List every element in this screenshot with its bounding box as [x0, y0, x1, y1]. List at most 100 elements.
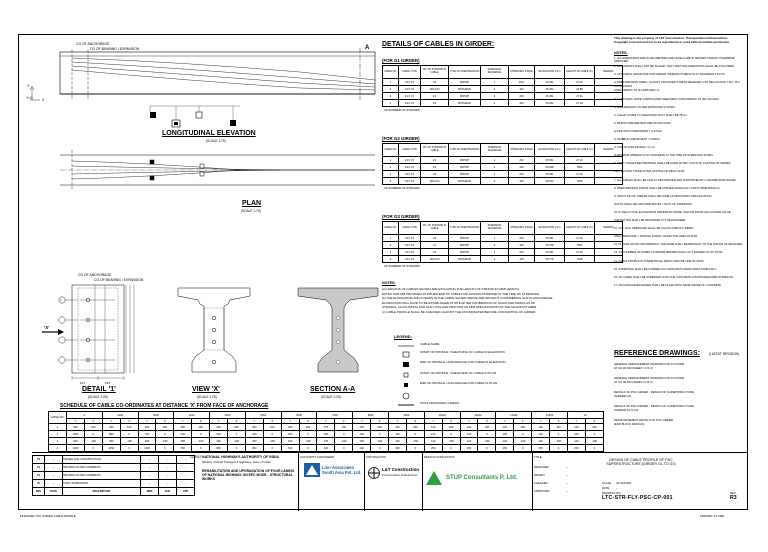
cable-table-cell: 19 [420, 163, 449, 171]
legend-item: END OF PROFILE / ANCHORAGE FOR CABLE IN … [420, 381, 498, 385]
cable-table-cell: 202 [508, 234, 535, 242]
cable-table-cell: 2 [480, 85, 509, 93]
schedule-cell: -160 [477, 437, 497, 445]
reference-item-title: DETAILS OF PSC GIRDER - DESIGN OF SUPERS… [614, 404, 694, 408]
schedule-cell: 250 [316, 430, 336, 438]
schedule-distance-cell: 11000 [459, 411, 497, 419]
schedule-cell: 120 [531, 423, 551, 431]
cable-table-cell: 19/12/13 [420, 255, 449, 263]
schedule-cell: 640 [173, 430, 193, 438]
schedule-cell: 250 [459, 444, 479, 452]
schedule-cell: 340 [352, 444, 372, 452]
revision-row: R3--ISSUED FOR CONSTRUCTION------ [32, 455, 195, 464]
reference-item-detail: AT CH 00.000 (SHEET 1 OF 2) [614, 366, 653, 370]
schedule-cell: 160 [155, 423, 175, 431]
cable-table-cell: 27.01 [564, 92, 595, 100]
cable-table-header-cell: CABLE NO. [382, 143, 399, 157]
schedule-cell: 1100 [137, 444, 157, 452]
cable-table-cell: 1 [480, 234, 509, 242]
schedule-cell: 120 [566, 437, 586, 445]
legend-item: START OF PROFILE / SHEATHING OF CABLE IN… [420, 371, 497, 375]
design-consultant-name: STUP Consultants P. Ltd. [446, 475, 518, 481]
cable-table-cell: 2 [382, 163, 399, 171]
schedule-cell: 0 [191, 430, 211, 438]
cable-table-cell: 2 [382, 85, 399, 93]
cable-table-header-cell: CABLE TYPE [398, 221, 421, 235]
schedule-cell: 120 [459, 437, 479, 445]
right-note-line: 9. GROUTING OF CABLES SHALL BE DONE AS P… [614, 194, 713, 198]
schedule-cell: 0 [584, 430, 605, 438]
cable-table-cell: 25.813 [534, 177, 565, 185]
schedule-distance-cell: 1000 [101, 411, 139, 419]
right-note-line: 16. NO CABLE SHALL BE STRESSED UNTIL THE… [614, 275, 734, 279]
schedule-cell: 3 [48, 437, 67, 445]
revision-cell: -- [44, 463, 63, 472]
reference-item-detail: (END BLOCK DETAILS) [614, 422, 645, 426]
schedule-cell: 760 [137, 430, 157, 438]
schedule-cell: 250 [423, 444, 443, 452]
cable-table-cell: 1 [382, 156, 399, 164]
cable-table-cell: 19 K 15 [398, 177, 421, 185]
schedule-cable-header: CABLE NO. [48, 411, 67, 424]
legend-symbols [398, 345, 414, 406]
right-note-line: THE MATTER SHALL BE REPORTED TO THE ENGI… [614, 219, 687, 222]
revision-cell: REVISED AS PER COMMENTS [62, 471, 141, 480]
schedule-cell: 0 [513, 444, 533, 452]
revision-cell: -- [158, 471, 177, 480]
cable-table-cell: 7208 [564, 177, 595, 185]
schedule-distance-cell: CL [566, 411, 605, 419]
client-subtitle: (Ministry of Road Transport & Highways, … [202, 460, 271, 464]
schedule-cell: 880 [101, 430, 121, 438]
revision-header-cell: DATE [44, 487, 63, 496]
schedule-cell: 200 [280, 437, 300, 445]
right-note-line: c) SLIP OF ANCHORAGE = 6 mm [614, 146, 655, 150]
cable-table-cell: 105 [508, 177, 535, 185]
cable-table-cell: 27.01 [564, 170, 595, 178]
cable-table-cell: 19/12/13 [420, 177, 449, 185]
cable-table-header-cell: TYPE OF PRESTRESSING [448, 65, 481, 79]
schedule-distance-cell: 0 [66, 411, 103, 419]
cable-table-cell: 19 [420, 248, 449, 256]
right-notes: NOTES: 1. ALL DIMENSIONS ARE IN MILLIMET… [614, 51, 744, 331]
schedule-cell: -160 [83, 437, 103, 445]
schedule-distance-cell: 10000 [423, 411, 461, 419]
revision-cell: R2 [32, 463, 45, 472]
title-field-label: CHECKED [534, 481, 548, 485]
plan-title: PLAN [242, 200, 262, 207]
title-field-value: -- [566, 473, 568, 477]
schedule-distance-cell: 5000 [244, 411, 282, 419]
cable-table-cell: 1 [382, 234, 399, 242]
cable-table-cell: 3 [382, 248, 399, 256]
schedule-cell: 300 [209, 437, 229, 445]
revision-cell: -- [158, 463, 177, 472]
cable-table-cell: 2 [480, 99, 509, 107]
schedule-cell: 160 [477, 423, 497, 431]
cable-table-cell [594, 99, 623, 107]
right-note-line: c) ANCHORAGES: AS PER APPROVED SYSTEM. [614, 105, 676, 109]
cable-table-header-cell: STRESSING SEQUENCE [480, 221, 509, 235]
schedule-cell: 0 [549, 430, 568, 438]
cable-table-cell: 19 K 15 [398, 99, 421, 107]
cable-table-cell: 19 K 15 [398, 85, 421, 93]
schedule-cell: 200 [280, 423, 300, 431]
client-name: NATIONAL HIGHWAYS AUTHORITY OF INDIA [202, 455, 280, 459]
schedule-cell: 250 [495, 444, 515, 452]
schedule-cell: 0 [298, 430, 318, 438]
authority-engineer-name: Lion Associates South Asia Pvt. Ltd. [322, 465, 362, 475]
client-box: CLIENT: NATIONAL HIGHWAYS AUTHORITY OF I… [188, 453, 299, 511]
mid-notes: NOTES: (a) LENGTHS OF CABLES SHOWN ARE E… [382, 281, 606, 331]
schedule-cell: 0 [191, 444, 211, 452]
revision-cell: -- [140, 455, 159, 464]
reference-item-title: GENERAL ARRANGEMENT DRAWING FOR FLYOVER [614, 376, 685, 380]
cable-table-cell: 1 [480, 78, 509, 86]
design-consultant-box: DESIGN CONSULTANT: STUP Consultants P. L… [422, 453, 533, 511]
schedule-cell: 350 [173, 437, 193, 445]
schedule-cell: -160 [441, 437, 461, 445]
schedule-cell: 0 [227, 444, 246, 452]
